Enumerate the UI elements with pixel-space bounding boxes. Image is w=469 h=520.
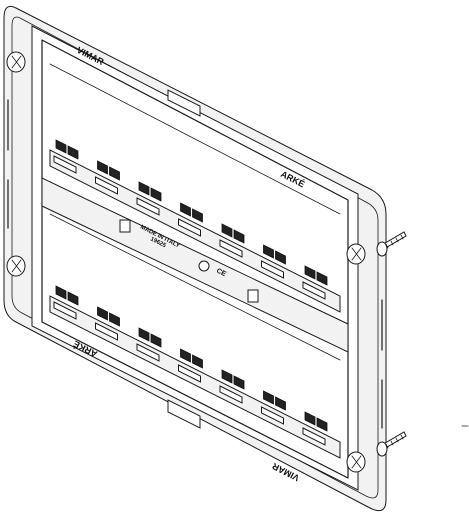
screw-hole-bottom-right	[346, 451, 366, 473]
top-notch	[167, 89, 201, 117]
square-cutout-right	[247, 289, 259, 303]
screw-top-right	[376, 231, 407, 257]
bottom-row-clip	[180, 348, 203, 369]
top-row-clip-tab	[95, 176, 118, 195]
lower-rail	[49, 213, 341, 361]
top-row-clip	[97, 160, 120, 181]
bottom-row-clip-tab	[53, 301, 77, 320]
top-row-clip	[304, 265, 328, 286]
bottom-row-clip	[263, 390, 286, 411]
bottom-row-clip	[138, 327, 162, 348]
top-row-clip	[221, 223, 245, 244]
bottom-row-clip-tab	[136, 343, 160, 362]
square-cutout-left	[119, 219, 131, 233]
upper-rail	[49, 63, 341, 215]
bottom-notch	[167, 399, 201, 429]
top-row-clip-tab	[53, 155, 77, 174]
top-row-clip-tab	[261, 260, 284, 279]
bottom-row-clip	[221, 369, 245, 390]
bottom-clip-row	[49, 285, 341, 459]
inner-frame-window	[41, 39, 349, 479]
top-row-clip-tab	[136, 197, 160, 216]
top-row-clip-tab	[219, 239, 243, 258]
center-bar	[41, 177, 349, 353]
screw-hole-top-right	[346, 243, 366, 265]
bottom-row-clip-tab	[261, 406, 284, 425]
bottom-row-clip	[97, 306, 120, 327]
bottom-row-clip-tab	[178, 364, 201, 383]
plate-rim	[11, 16, 379, 499]
bottom-row-clip	[304, 411, 328, 432]
top-clip-row	[49, 139, 341, 313]
top-row-clip-tab	[178, 218, 201, 237]
bottom-row-clip-tab	[302, 427, 326, 446]
top-row-clip	[138, 181, 162, 202]
ce-mark-label: CE	[215, 268, 227, 279]
top-row-clip-tab	[302, 281, 326, 300]
top-row-clip	[263, 244, 286, 265]
top-row-clip	[180, 202, 203, 223]
bottom-row-clip-tab	[219, 385, 243, 404]
bottom-row-clip	[55, 285, 79, 306]
screw-bottom-right	[376, 431, 407, 457]
screw-hole-top-left	[6, 51, 26, 73]
screw-hole-bottom-left	[6, 255, 26, 277]
cert-circle-icon	[198, 260, 210, 272]
bottom-row-clip-tab	[95, 322, 118, 341]
top-row-clip	[55, 139, 79, 160]
